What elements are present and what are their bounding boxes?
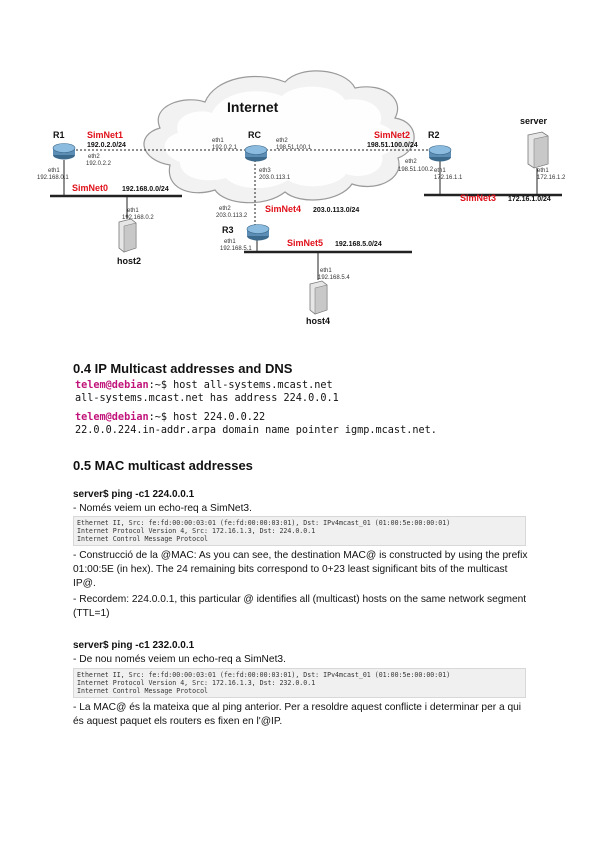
svg-text:eth1: eth1 bbox=[212, 138, 224, 144]
svg-text:192.0.2.2: 192.0.2.2 bbox=[86, 161, 112, 167]
shell-prompt: telem@debian bbox=[75, 412, 149, 423]
simnet3-addr: 172.16.1.0/24 bbox=[508, 196, 551, 203]
svg-text:192.168.5.1: 192.168.5.1 bbox=[220, 246, 252, 252]
r2-label: R2 bbox=[428, 130, 440, 140]
shell-command: :~$ host 224.0.0.22 bbox=[148, 412, 266, 423]
wireshark-capture-b: Ethernet II, Src: fe:fd:00:00:03:01 (fe:… bbox=[73, 668, 526, 698]
svg-text:eth1: eth1 bbox=[320, 268, 332, 274]
svg-text:203.0.113.2: 203.0.113.2 bbox=[216, 213, 248, 219]
network-diagram: Internet bbox=[37, 70, 566, 326]
links bbox=[50, 149, 562, 280]
svg-text:eth1: eth1 bbox=[537, 168, 549, 174]
terminal-block-2: telem@debian:~$ host 224.0.0.22 22.0.0.2… bbox=[75, 411, 437, 437]
simnet0-addr: 192.168.0.0/24 bbox=[122, 186, 169, 193]
wireshark-capture-a: Ethernet II, Src: fe:fd:00:00:03:01 (fe:… bbox=[73, 516, 526, 546]
host2-label: host2 bbox=[117, 256, 141, 266]
svg-text:eth2: eth2 bbox=[405, 159, 417, 165]
rc-label: RC bbox=[248, 130, 261, 140]
simnet5-name: SimNet5 bbox=[287, 238, 323, 248]
svg-text:eth2: eth2 bbox=[219, 206, 231, 212]
internet-cloud bbox=[143, 70, 415, 204]
paragraph-same-mac: - La MAC@ és la mateixa que al ping ante… bbox=[73, 702, 522, 727]
simnet4-name: SimNet4 bbox=[265, 204, 301, 214]
simnet0-name: SimNet0 bbox=[72, 183, 108, 193]
svg-text:eth2: eth2 bbox=[88, 154, 100, 160]
svg-text:192.168.0.2: 192.168.0.2 bbox=[122, 215, 154, 221]
simnet2-name: SimNet2 bbox=[374, 130, 410, 140]
server-icon bbox=[527, 131, 549, 169]
svg-text:198.51.100.1: 198.51.100.1 bbox=[276, 145, 312, 151]
svg-text:eth1: eth1 bbox=[127, 208, 139, 214]
shell-prompt: telem@debian bbox=[75, 380, 149, 391]
router-rc-icon bbox=[244, 145, 268, 162]
svg-text:203.0.113.1: 203.0.113.1 bbox=[259, 175, 291, 181]
svg-text:192.168.0.1: 192.168.0.1 bbox=[37, 175, 69, 181]
router-r3-icon bbox=[246, 224, 270, 241]
note-echo-req-b: - De nou només veiem un echo-req a SimNe… bbox=[73, 654, 286, 665]
shell-output: all-systems.mcast.net has address 224.0.… bbox=[75, 393, 339, 404]
paragraph-mac-construction: - Construcció de la @MAC: As you can see… bbox=[73, 550, 528, 589]
command-ping-224: server$ ping -c1 224.0.0.1 bbox=[73, 489, 195, 500]
simnet5-addr: 192.168.5.0/24 bbox=[335, 241, 382, 248]
svg-text:192.0.2.1: 192.0.2.1 bbox=[212, 145, 238, 151]
shell-command: :~$ host all-systems.mcast.net bbox=[148, 380, 333, 391]
svg-text:172.16.1.1: 172.16.1.1 bbox=[434, 175, 463, 181]
svg-text:eth2: eth2 bbox=[276, 138, 288, 144]
server-label: server bbox=[520, 116, 548, 126]
svg-text:eth1: eth1 bbox=[434, 168, 446, 174]
simnet4-addr: 203.0.113.0/24 bbox=[313, 207, 359, 214]
section-04-title: 0.4 IP Multicast addresses and DNS bbox=[73, 361, 293, 376]
host4-label: host4 bbox=[306, 316, 330, 326]
r3-label: R3 bbox=[222, 225, 234, 235]
router-r1-icon bbox=[52, 143, 76, 160]
simnet1-name: SimNet1 bbox=[87, 130, 123, 140]
svg-text:198.51.100.2: 198.51.100.2 bbox=[398, 167, 434, 173]
host4-icon bbox=[309, 280, 328, 315]
paragraph-recordem: - Recordem: 224.0.0.1, this particular @… bbox=[73, 594, 527, 619]
shell-output: 22.0.0.224.in-addr.arpa domain name poin… bbox=[75, 425, 437, 436]
svg-text:192.168.5.4: 192.168.5.4 bbox=[318, 275, 350, 281]
router-r2-icon bbox=[428, 145, 452, 162]
note-echo-req-a: - Només veiem un echo-req a SimNet3. bbox=[73, 503, 252, 514]
host2-icon bbox=[118, 218, 137, 253]
simnet3-name: SimNet3 bbox=[460, 193, 496, 203]
r1-label: R1 bbox=[53, 130, 65, 140]
cloud-label: Internet bbox=[227, 99, 279, 115]
command-ping-232: server$ ping -c1 232.0.0.1 bbox=[73, 640, 195, 651]
svg-text:eth1: eth1 bbox=[48, 168, 60, 174]
section-05-title: 0.5 MAC multicast addresses bbox=[73, 458, 253, 473]
simnet1-addr: 192.0.2.0/24 bbox=[87, 142, 126, 149]
svg-text:172.16.1.2: 172.16.1.2 bbox=[537, 175, 566, 181]
svg-text:eth3: eth3 bbox=[259, 168, 271, 174]
simnet2-addr: 198.51.100.0/24 bbox=[367, 142, 418, 149]
terminal-block-1: telem@debian:~$ host all-systems.mcast.n… bbox=[75, 379, 339, 405]
svg-text:eth1: eth1 bbox=[224, 239, 236, 245]
